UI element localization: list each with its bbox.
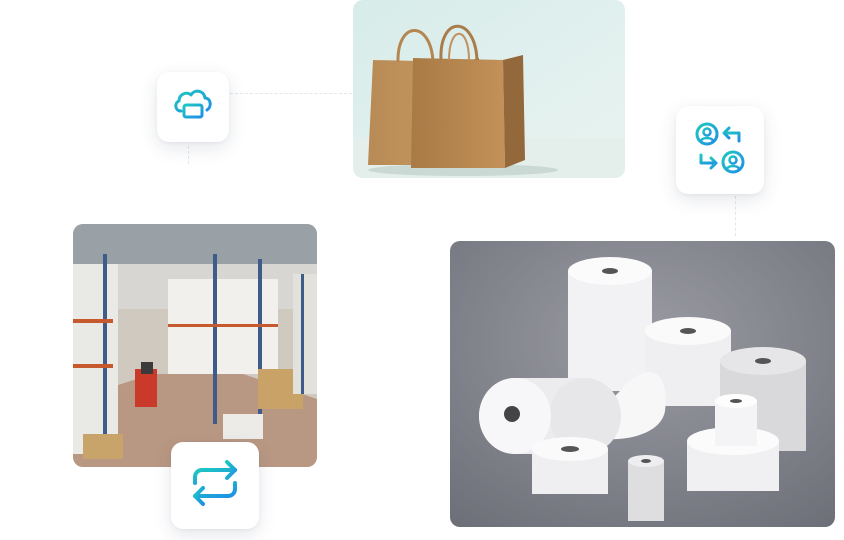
warehouse-image xyxy=(73,224,317,467)
repeat-card xyxy=(171,442,259,529)
connector-line-right xyxy=(735,196,736,236)
paper-bags-image xyxy=(353,0,625,178)
connector-line-top xyxy=(230,93,352,94)
cloud-computer-card xyxy=(157,72,229,142)
repeat-arrows-icon xyxy=(187,455,243,516)
user-exchange-card xyxy=(676,106,764,194)
connector-line-left xyxy=(188,146,189,164)
user-exchange-icon xyxy=(693,121,747,180)
cloud-computer-icon xyxy=(169,81,217,134)
paper-rolls-image xyxy=(450,241,835,527)
